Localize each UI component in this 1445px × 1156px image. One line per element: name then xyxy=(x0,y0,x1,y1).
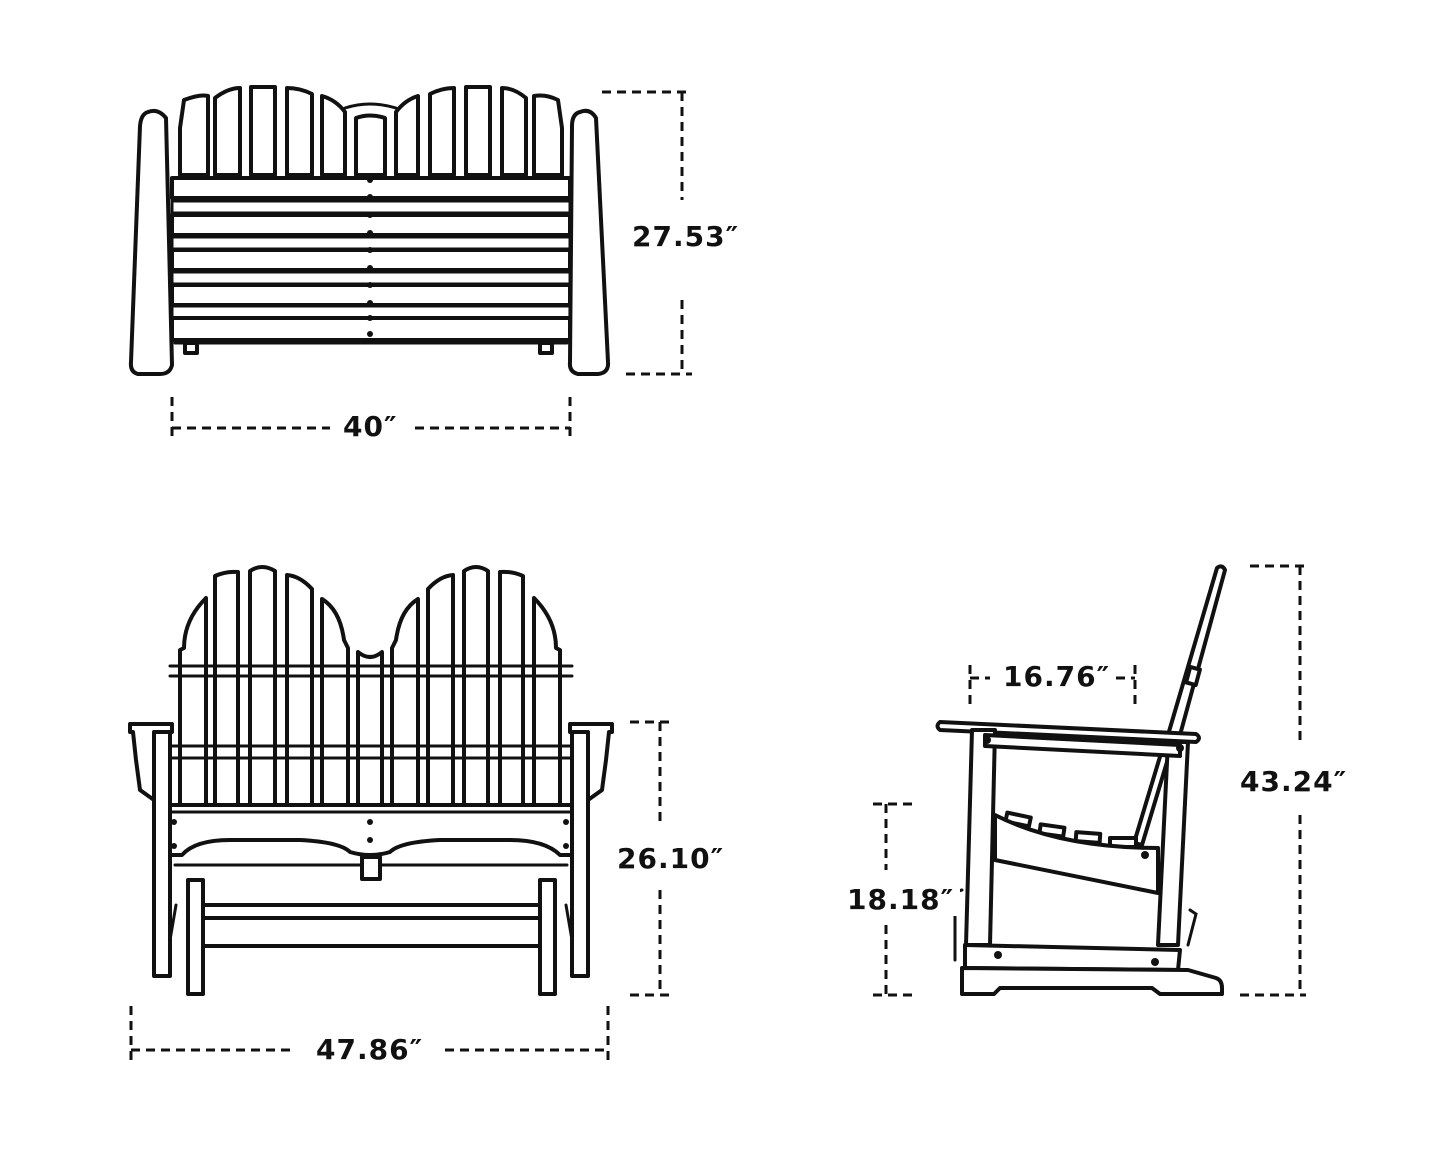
side-view-arm xyxy=(935,720,1201,744)
side-view-rear-leg xyxy=(1156,740,1190,947)
front-view-seat-apron xyxy=(168,803,574,857)
dimension-label-top-width: 40″ xyxy=(337,411,404,443)
front-view-back-slats xyxy=(178,565,562,812)
front-view-left-leg xyxy=(152,730,172,978)
top-view-left-armrest xyxy=(128,108,174,376)
front-view-glider-rail-bottom xyxy=(201,916,542,948)
front-view-dimension-lines xyxy=(129,720,674,1060)
dimension-label-top-depth: 27.53″ xyxy=(626,221,746,253)
side-view-drawing xyxy=(935,564,1227,996)
top-view-back-slats xyxy=(178,85,564,177)
top-view-dimension-lines xyxy=(170,90,692,440)
front-view-back-rails xyxy=(168,664,574,760)
top-view-screws xyxy=(367,177,373,337)
side-view-backrest xyxy=(1166,564,1227,737)
top-view-right-armrest xyxy=(567,108,611,376)
dimension-label-side-seat-depth: 16.76″ xyxy=(997,661,1117,693)
top-view-drawing xyxy=(128,85,611,376)
front-view-glider-right-post xyxy=(538,878,557,996)
front-view-drawing xyxy=(128,565,614,996)
side-view-glider-foot xyxy=(960,966,1224,996)
dimension-label-side-overall-height: 43.24″ xyxy=(1234,766,1354,798)
front-view-right-leg xyxy=(570,730,590,978)
front-view-screws xyxy=(171,819,569,849)
dimension-label-side-seat-height: 18.18″ xyxy=(841,884,961,916)
front-view-glider-left-post xyxy=(186,878,205,996)
dimension-label-front-overall-width: 47.86″ xyxy=(310,1034,430,1066)
dimension-label-front-arm-height: 26.10″ xyxy=(611,843,731,875)
side-view-front-leg xyxy=(964,728,997,947)
side-view-dimension-lines xyxy=(873,564,1306,997)
